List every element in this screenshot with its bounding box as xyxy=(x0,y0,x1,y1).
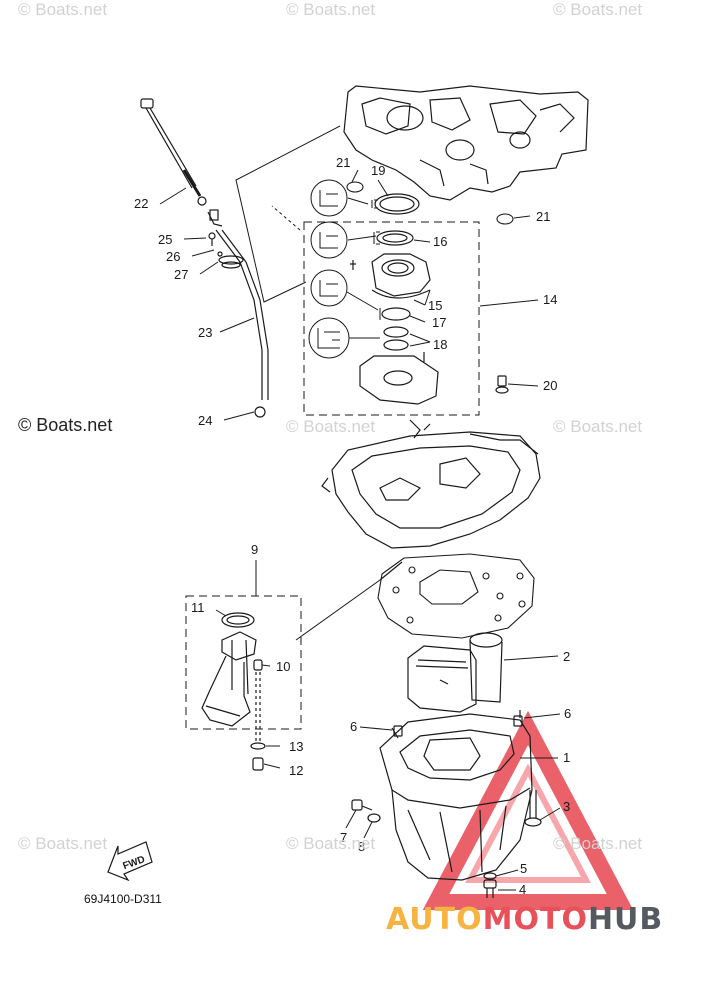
assembly-box-9 xyxy=(185,595,302,730)
engine-block-drawing xyxy=(343,85,589,201)
part-number-labels: 1 2 3 4 5 6 6 7 8 9 10 11 12 13 14 15 16… xyxy=(134,155,571,897)
oil-strainer-drawing xyxy=(201,561,403,771)
label-2: 2 xyxy=(563,649,570,664)
label-22: 22 xyxy=(134,196,148,211)
seal-detail-icons xyxy=(308,179,381,359)
label-11: 11 xyxy=(191,600,205,615)
label-25: 25 xyxy=(158,232,172,247)
label-12: 12 xyxy=(289,763,303,778)
label-23: 23 xyxy=(198,325,212,340)
label-17: 17 xyxy=(432,315,446,330)
label-24: 24 xyxy=(198,413,212,428)
label-10: 10 xyxy=(276,659,290,674)
watermark: © Boats.net xyxy=(553,417,643,436)
brand-triangle-logo xyxy=(422,710,634,910)
label-16: 16 xyxy=(433,234,447,249)
label-13: 13 xyxy=(289,739,303,754)
diagram-code: 69J4100-D311 xyxy=(84,892,162,906)
watermark: © Boats.net xyxy=(286,834,376,853)
fwd-arrow-icon: FWD xyxy=(107,841,153,882)
brand-moto: MOTO xyxy=(482,902,588,937)
label-6b: 6 xyxy=(564,706,571,721)
label-8: 8 xyxy=(358,839,365,854)
brand-logo: AUTOMOTOHUB xyxy=(386,902,663,937)
gasket-drawing xyxy=(377,553,535,639)
watermark: © Boats.net xyxy=(286,417,376,436)
upper-casing-parts xyxy=(350,193,439,405)
label-4: 4 xyxy=(519,882,526,897)
brand-hub: HUB xyxy=(587,902,664,937)
o-rings-drawing xyxy=(346,181,514,225)
label-7: 7 xyxy=(340,830,347,845)
watermark: © Boats.net xyxy=(18,0,108,19)
reference-lines xyxy=(235,125,341,303)
label-20: 20 xyxy=(543,378,557,393)
label-18: 18 xyxy=(433,337,447,352)
watermark: © Boats.net xyxy=(553,834,643,853)
assembly-box-14 xyxy=(303,221,480,416)
dipstick-assembly xyxy=(140,98,269,418)
label-6a: 6 xyxy=(350,719,357,734)
label-26: 26 xyxy=(166,249,180,264)
label-19: 19 xyxy=(371,163,385,178)
brand-auto: AUTO xyxy=(386,902,483,937)
exhaust-guide-drawing xyxy=(321,419,541,549)
muffler-drawing xyxy=(407,632,503,713)
fasteners-drawing xyxy=(351,375,542,898)
watermark-main: © Boats.net xyxy=(18,415,113,435)
leader-lines xyxy=(159,169,561,891)
watermark: © Boats.net xyxy=(553,0,643,19)
label-21a: 21 xyxy=(336,155,350,170)
watermark: © Boats.net xyxy=(18,834,108,853)
label-14: 14 xyxy=(543,292,557,307)
label-3: 3 xyxy=(563,799,570,814)
watermark: © Boats.net xyxy=(286,0,376,19)
label-5: 5 xyxy=(520,861,527,876)
label-27: 27 xyxy=(174,267,188,282)
label-1: 1 xyxy=(563,750,570,765)
label-21b: 21 xyxy=(536,209,550,224)
label-15: 15 xyxy=(428,298,442,313)
label-9: 9 xyxy=(251,542,258,557)
